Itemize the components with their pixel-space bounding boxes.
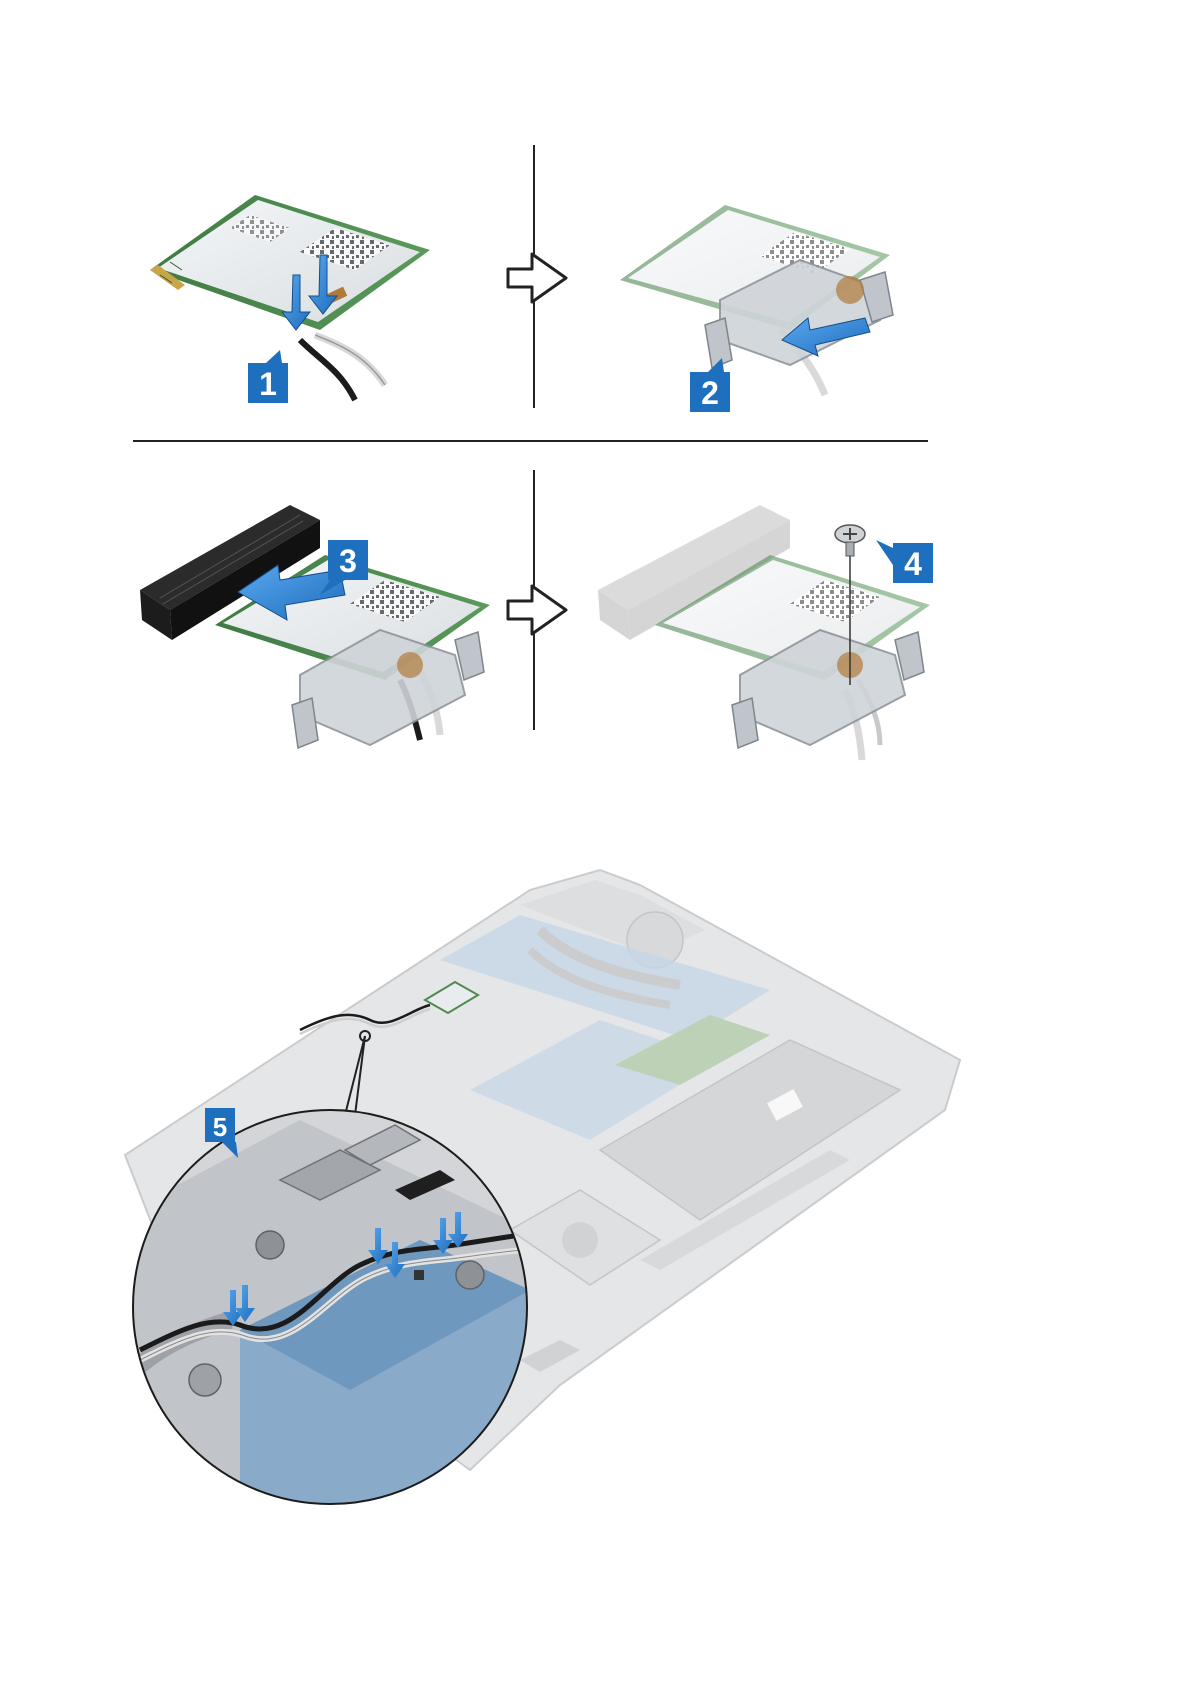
callout-5-label: 5 <box>213 1112 227 1142</box>
panel-step-3: 3 <box>140 505 490 748</box>
callout-1: 1 <box>248 350 288 403</box>
panel-step-4: 4 <box>598 505 933 760</box>
callout-2: 2 <box>690 358 730 412</box>
callout-3-label: 3 <box>339 543 357 579</box>
panel-step-5: 5 <box>125 870 960 1510</box>
callout-4-label: 4 <box>904 546 922 582</box>
hollow-right-arrow-icon <box>508 586 566 634</box>
wlan-card <box>150 195 430 330</box>
callout-2-label: 2 <box>701 375 719 411</box>
panel-step-1: 1 <box>150 195 430 403</box>
callout-1-label: 1 <box>259 366 277 402</box>
panel-step-2: 2 <box>620 205 893 412</box>
callout-4: 4 <box>876 540 933 583</box>
hollow-right-arrow-icon <box>508 254 566 302</box>
